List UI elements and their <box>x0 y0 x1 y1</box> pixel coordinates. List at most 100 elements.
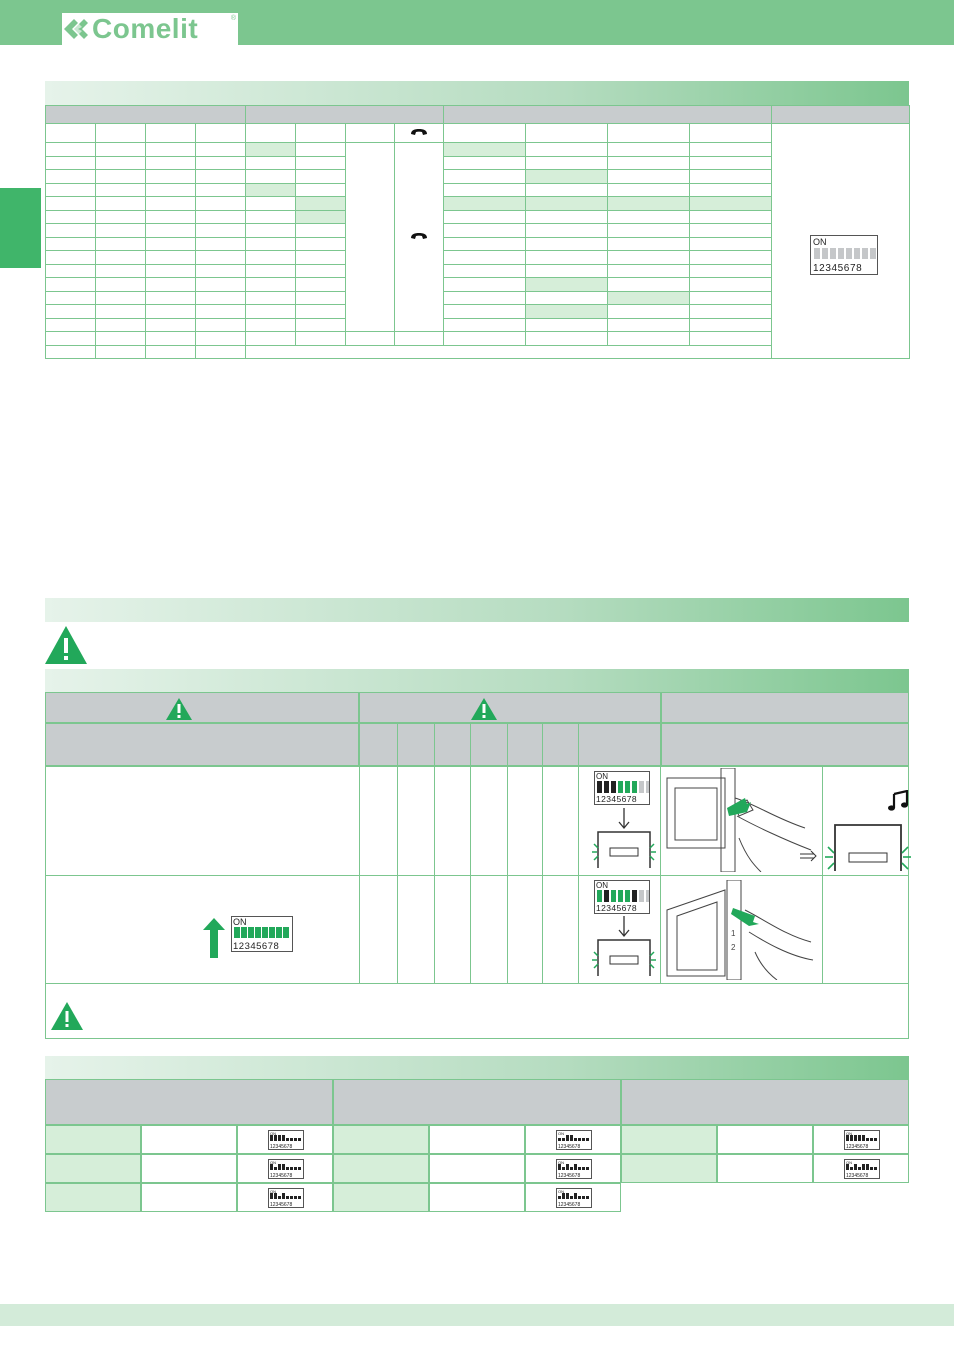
s3-head-3 <box>621 1079 909 1125</box>
svg-text:1: 1 <box>731 929 736 938</box>
hdr-codes <box>45 105 246 124</box>
section-1-table-wrap: ON 12345678 <box>45 105 910 359</box>
display-blinking-icon <box>592 831 656 868</box>
table-cell <box>607 209 690 224</box>
brand-registered-mark: ® <box>230 15 236 22</box>
table-cell <box>443 155 526 170</box>
table-cell <box>45 290 96 305</box>
table-cell <box>195 196 246 211</box>
table-cell <box>45 250 96 265</box>
table-cell <box>443 250 526 265</box>
table-cell <box>195 236 246 251</box>
table-cell <box>443 196 526 211</box>
table-row <box>45 263 910 278</box>
table-cell <box>689 182 772 197</box>
table-row <box>45 344 910 359</box>
brand-name: Comelit <box>92 13 199 44</box>
table-row <box>45 250 910 265</box>
svg-text:ON: ON <box>270 1160 276 1165</box>
table-cell <box>689 250 772 265</box>
table-cell <box>145 142 196 157</box>
svg-text:ON: ON <box>270 1189 276 1194</box>
table-cell <box>95 169 146 184</box>
svg-text:12345678: 12345678 <box>270 1144 292 1150</box>
svg-text:12345678: 12345678 <box>813 263 862 274</box>
svg-text:ON: ON <box>558 1131 564 1136</box>
table-cell <box>195 142 246 157</box>
svg-text:12345678: 12345678 <box>846 1173 868 1179</box>
s3-dip-cell: ON 12345678 <box>813 1154 909 1183</box>
table-row <box>45 182 910 197</box>
table-cell <box>45 331 96 346</box>
handset-icon <box>411 233 427 239</box>
dip-switch-icon: ON 12345678 <box>844 1159 880 1179</box>
table-cell <box>689 209 772 224</box>
dip-switch-icon: ON 12345678 <box>594 771 650 805</box>
table-cell <box>195 290 246 305</box>
table-cell <box>689 236 772 251</box>
table-cell <box>525 250 608 265</box>
table-cell <box>345 331 395 346</box>
table-cell <box>45 155 96 170</box>
table-cell <box>195 250 246 265</box>
table-row <box>45 331 910 346</box>
table-cell <box>145 317 196 332</box>
dip-setting-row-2: ON 12345678 <box>594 880 650 919</box>
table-cell <box>145 304 196 319</box>
table-cell <box>195 263 246 278</box>
s3-dip-cell: ON 12345678 <box>237 1183 333 1212</box>
table-cell <box>443 142 526 157</box>
s3-value-cell <box>717 1125 813 1154</box>
table-cell <box>689 142 772 157</box>
svg-text:12345678: 12345678 <box>270 1202 292 1208</box>
table-cell <box>95 209 146 224</box>
dip-switch-icon: ON 12345678 <box>594 880 650 914</box>
table-cell <box>443 304 526 319</box>
svg-text:12345678: 12345678 <box>558 1144 580 1150</box>
table-row <box>45 236 910 251</box>
hdr-function <box>443 105 772 124</box>
svg-text:12345678: 12345678 <box>596 903 637 913</box>
divider <box>397 724 398 983</box>
dip-switch-icon: ON 12345678 <box>810 235 878 275</box>
table-cell <box>525 263 608 278</box>
table-cell <box>607 236 690 251</box>
table-cell <box>245 142 296 157</box>
svg-text:ON: ON <box>846 1160 852 1165</box>
divider <box>542 724 543 983</box>
table-row <box>45 142 910 332</box>
s3-value-cell <box>141 1125 237 1154</box>
table-cell <box>95 196 146 211</box>
table-cell <box>245 196 296 211</box>
table-cell <box>607 277 690 292</box>
table-cell <box>245 317 296 332</box>
table-cell <box>145 155 196 170</box>
table-cell <box>443 236 526 251</box>
divider <box>507 724 508 983</box>
table-cell <box>95 223 146 238</box>
divider <box>359 724 360 983</box>
warning-triangle-icon <box>51 1002 83 1030</box>
table-cell <box>45 123 96 143</box>
table-cell <box>689 277 772 292</box>
table-cell <box>95 263 146 278</box>
table-cell <box>145 196 196 211</box>
table-cell <box>95 250 146 265</box>
table-cell <box>525 290 608 305</box>
arrow-down-icon <box>618 916 630 938</box>
table-cell <box>245 123 296 143</box>
table-cell <box>45 169 96 184</box>
table-cell <box>689 304 772 319</box>
arrow-down-icon <box>618 808 630 830</box>
table-cell <box>195 331 246 346</box>
table-cell <box>245 169 296 184</box>
table-cell <box>245 277 296 292</box>
svg-text:ON: ON <box>846 1131 852 1136</box>
table-cell <box>295 331 346 346</box>
